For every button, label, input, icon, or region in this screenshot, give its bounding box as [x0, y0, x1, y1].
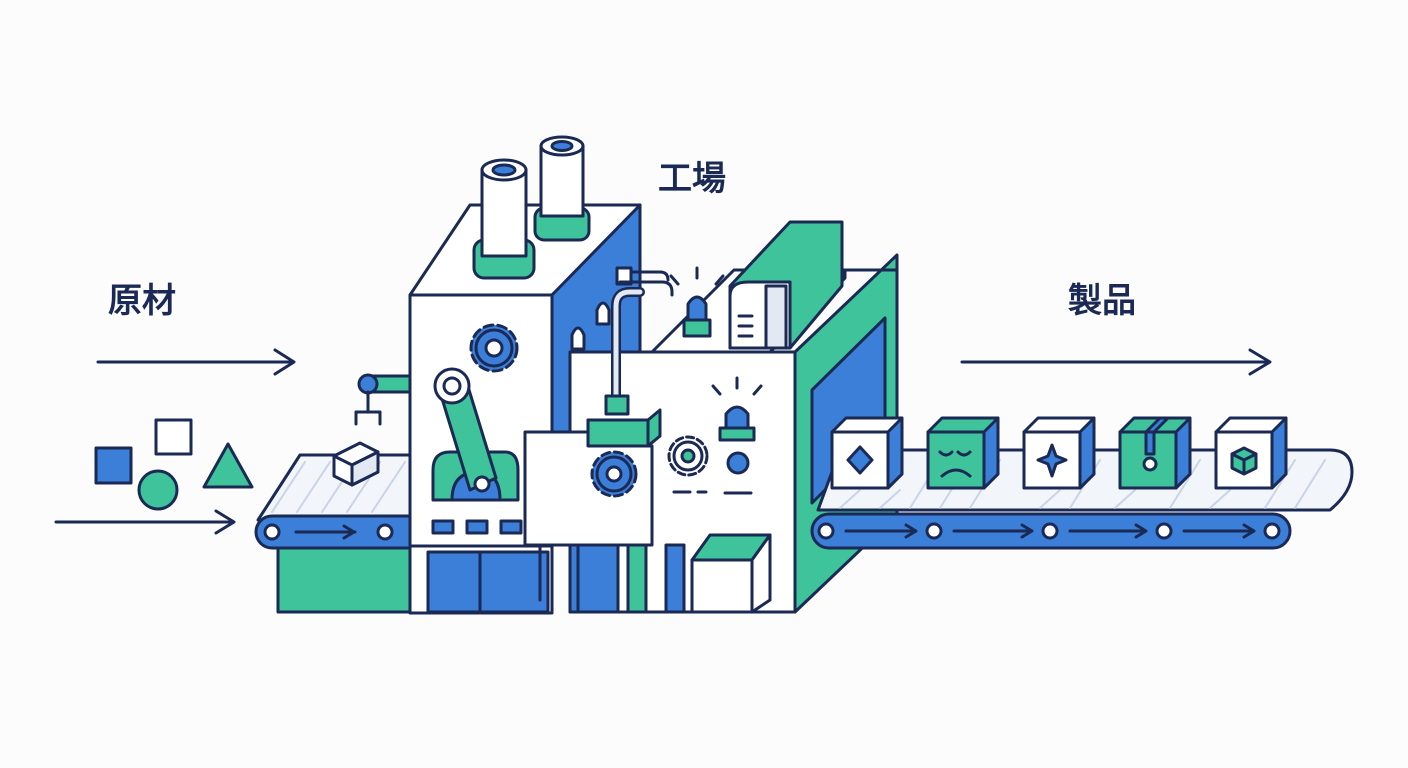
back-housing	[615, 220, 847, 354]
raw-triangle-green	[202, 442, 254, 489]
gear-icon	[590, 450, 638, 498]
gear-icon	[667, 435, 709, 477]
products-label: 製品	[1068, 281, 1136, 321]
input-arrow-bottom	[54, 509, 236, 535]
gear-icon	[469, 323, 519, 373]
raw-square-blue	[94, 446, 133, 485]
diamond-icon	[846, 445, 874, 475]
raw-circle-green	[137, 469, 179, 511]
lever-mechanism	[431, 367, 520, 502]
front-machine	[523, 280, 797, 614]
indicator-lamp-front	[711, 376, 763, 495]
face-icon	[938, 450, 972, 478]
raw-materials-label: 原材	[108, 281, 176, 321]
input-arrow-top	[96, 348, 296, 376]
chimney-right	[533, 135, 591, 242]
raw-square-outline	[154, 418, 193, 456]
product-box	[926, 416, 1000, 490]
output-door	[690, 533, 772, 614]
product-box	[830, 416, 904, 490]
output-arrow	[960, 348, 1272, 376]
product-box	[1022, 416, 1096, 490]
nozzle	[586, 394, 662, 448]
robot-arm	[332, 373, 412, 487]
cube-icon	[1230, 446, 1258, 476]
factory-label: 工場	[658, 159, 726, 199]
cylinder-module	[728, 220, 844, 350]
package-icon	[1142, 416, 1170, 472]
product-box	[1214, 416, 1288, 490]
star-icon	[1036, 443, 1068, 478]
chimney-left	[472, 158, 536, 280]
product-box	[1118, 416, 1192, 490]
indicator-lamp-top	[669, 266, 725, 338]
